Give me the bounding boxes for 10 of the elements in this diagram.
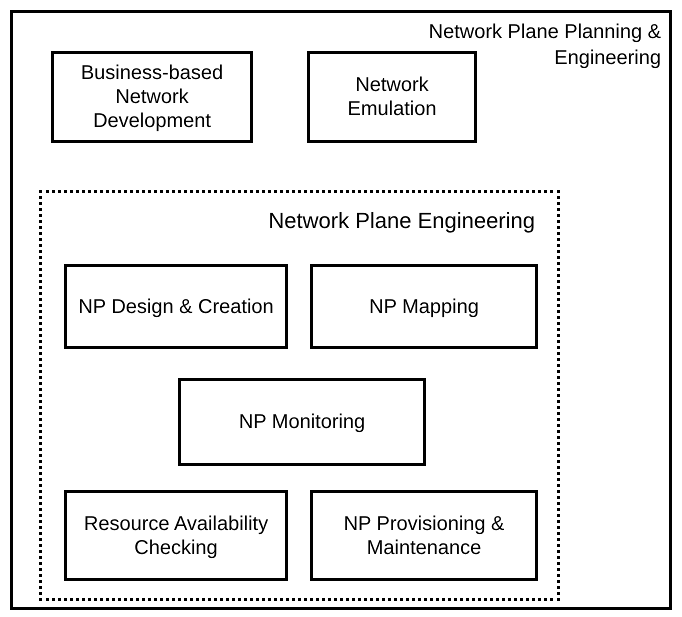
- process-box: NP Design & Creation: [64, 264, 288, 349]
- process-box: Resource Availability Checking: [64, 490, 288, 581]
- process-box: Network Emulation: [307, 51, 477, 143]
- dotted-group-frame: [39, 190, 560, 601]
- group-title: Network Plane Engineering: [268, 207, 535, 235]
- process-box: NP Provisioning & Maintenance: [310, 490, 538, 581]
- outer-frame: [10, 10, 672, 610]
- process-box: Business-based Network Development: [51, 51, 253, 143]
- process-box: NP Monitoring: [178, 378, 426, 466]
- process-box: NP Mapping: [310, 264, 538, 349]
